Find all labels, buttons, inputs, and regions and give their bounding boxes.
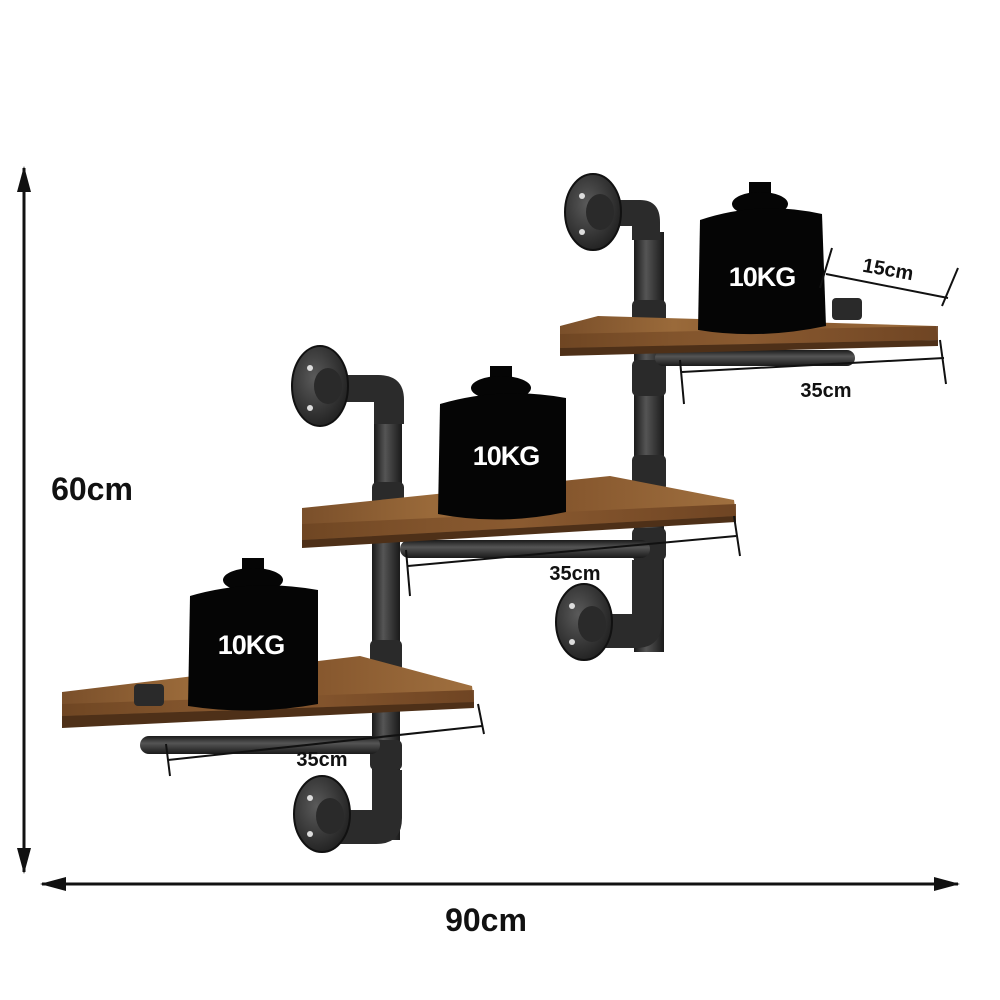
wall-flange-middle — [291, 345, 404, 427]
shelf-top — [560, 298, 938, 366]
length-label-bottom: 35cm — [296, 749, 347, 771]
length-label-top: 35cm — [800, 380, 851, 402]
depth-label: 15cm — [861, 255, 915, 286]
length-dimension-line-top — [679, 339, 947, 405]
width-label: 90cm — [445, 902, 527, 938]
height-dimension-arrow — [17, 166, 31, 874]
weight-top — [698, 182, 826, 335]
length-dimension-line-middle — [405, 515, 741, 597]
weight-label-bottom: 10KG — [218, 630, 285, 660]
length-label-middle: 35cm — [549, 563, 600, 585]
height-label: 60cm — [51, 471, 133, 507]
shelf-support-pipe — [400, 540, 650, 558]
pipe-cap — [134, 684, 164, 706]
wall-flange-top — [564, 173, 660, 251]
width-dimension-arrow — [40, 877, 960, 891]
length-dimension-line-bottom — [165, 703, 485, 777]
pipe-coupling — [632, 360, 666, 396]
weight-label-middle: 10KG — [473, 441, 540, 471]
wall-flange-right-lower — [555, 560, 662, 661]
wall-flange-bottom — [293, 770, 402, 853]
depth-dimension-line — [819, 247, 959, 307]
shelf-support-pipe — [140, 736, 380, 754]
weight-bottom — [188, 558, 318, 711]
weight-label-top: 10KG — [729, 262, 796, 292]
shelf-support-pipe — [655, 350, 855, 366]
weight-middle — [438, 366, 566, 520]
pipe-cap — [832, 298, 862, 320]
